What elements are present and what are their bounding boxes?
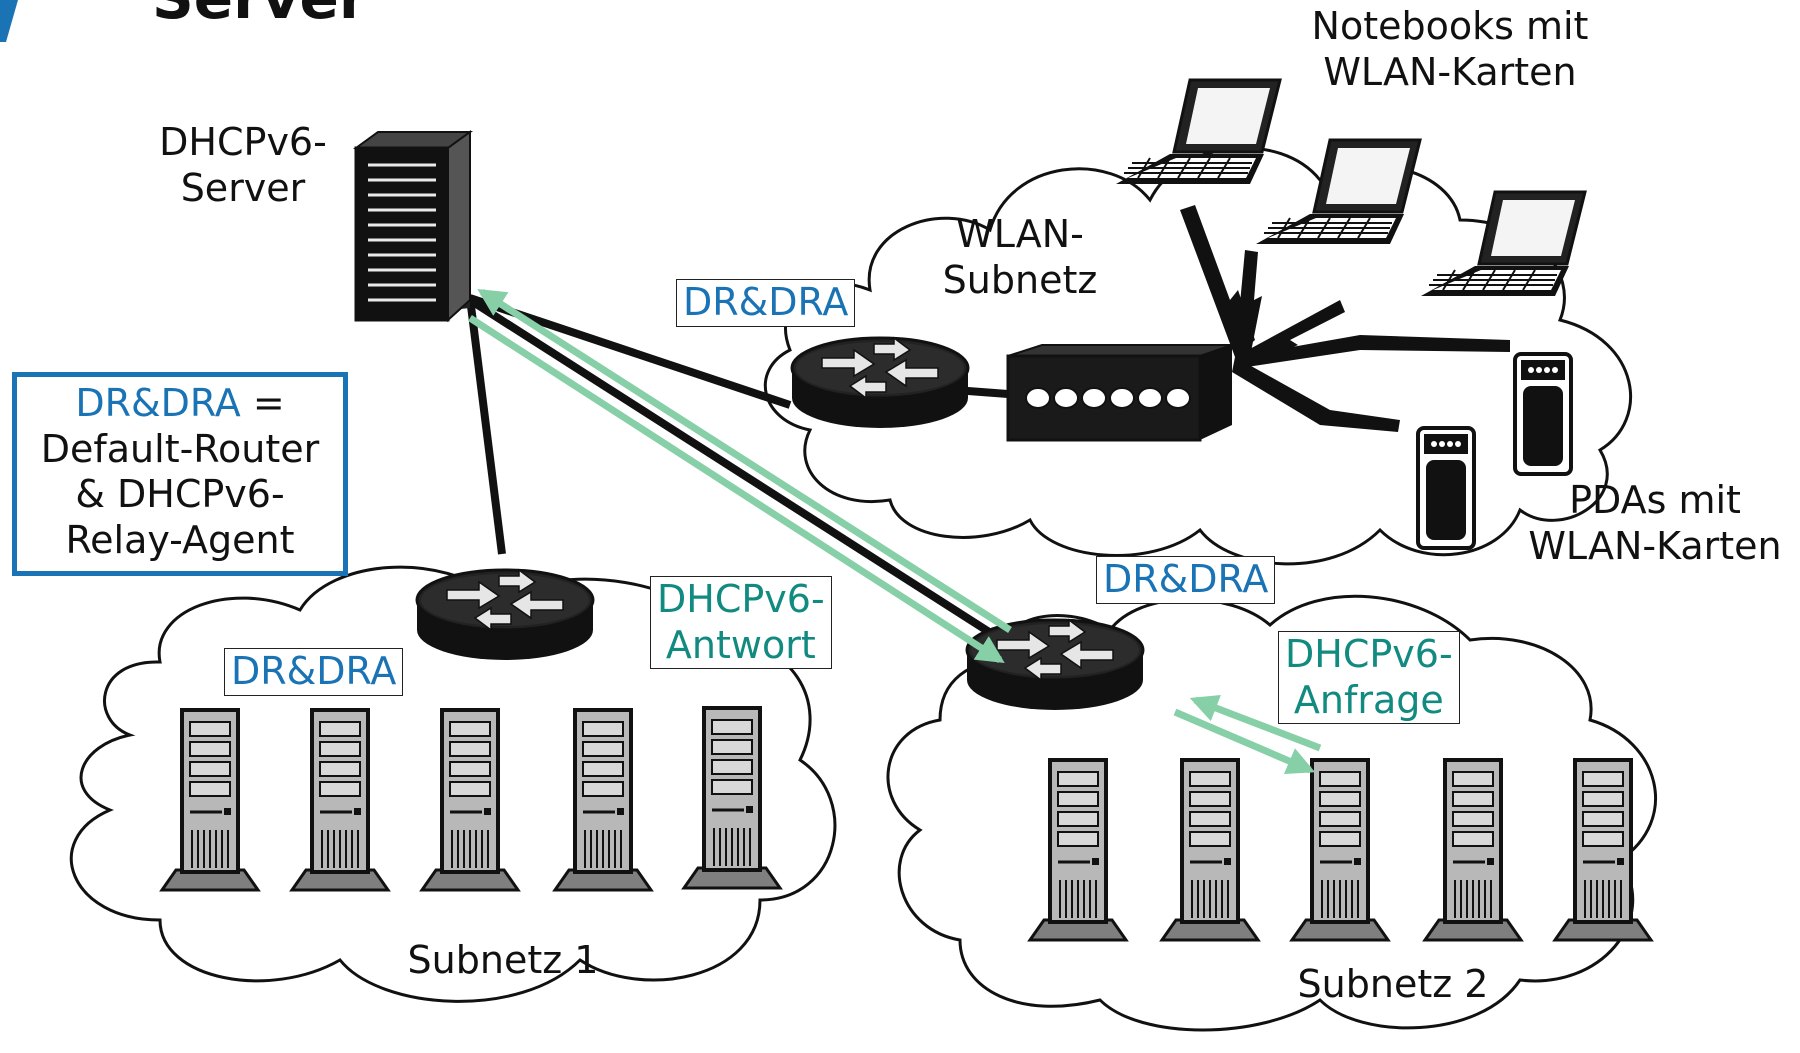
router-wlan-label: DR&DRA <box>676 279 856 327</box>
router-icon <box>415 568 595 662</box>
router-icon <box>790 336 970 430</box>
pda-icon <box>1416 426 1476 550</box>
lightning-icon <box>1180 205 1510 432</box>
router-subnet1-label: DR&DRA <box>224 648 404 696</box>
laptop-icon <box>1114 78 1282 186</box>
legend-box: DR&DRA = Default-Router & DHCPv6- Relay-… <box>12 372 348 576</box>
legend-equals: = <box>240 381 285 425</box>
router-icon <box>965 618 1145 712</box>
wlan-subnet-label: WLAN- Subnetz <box>942 212 1098 302</box>
dhcp-flow-arrows <box>468 288 1322 775</box>
corner-accent <box>0 0 18 42</box>
subnet2-label: Subnetz 2 <box>1297 962 1489 1006</box>
subnet1-label: Subnetz 1 <box>407 938 599 982</box>
notebooks-label: Notebooks mit WLAN-Karten <box>1311 4 1589 94</box>
switch-icon <box>1006 344 1233 442</box>
router-subnet2-label: DR&DRA <box>1096 556 1276 604</box>
server-icon <box>352 130 474 323</box>
pda-icon <box>1513 352 1573 476</box>
dhcp-request-label: DHCPv6- Anfrage <box>1278 631 1460 725</box>
server-label: DHCPv6- Server <box>159 120 327 210</box>
legend-definition: Default-Router & DHCPv6- Relay-Agent <box>40 426 320 562</box>
legend-term-line: DR&DRA = <box>17 381 343 427</box>
slide-heading: Server <box>152 0 367 32</box>
pdas-label: PDAs mit WLAN-Karten <box>1528 478 1782 568</box>
dhcp-answer-label: DHCPv6- Antwort <box>650 576 832 670</box>
legend-term: DR&DRA <box>75 381 241 425</box>
